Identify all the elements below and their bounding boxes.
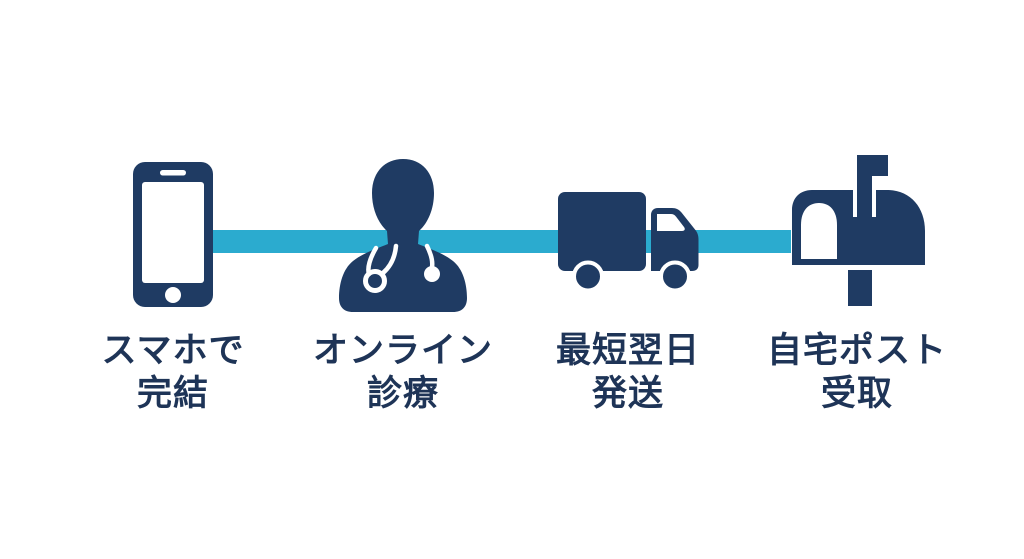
step-label-line: 発送: [591, 374, 664, 413]
step-label-line: スマホで: [101, 331, 245, 370]
doctor-icon: [339, 159, 467, 312]
stethoscope-chestpiece: [424, 266, 440, 282]
step-label: スマホで 完結: [63, 329, 283, 415]
step-label-line: 受取: [820, 374, 893, 413]
step-label-line: 診療: [366, 374, 439, 413]
truck-wheel: [572, 260, 604, 293]
step-label-line: 自宅ポスト: [766, 331, 947, 370]
mailbox-icon: [792, 155, 925, 306]
step-label-line: オンライン: [312, 331, 493, 370]
mailbox-door: [801, 203, 837, 259]
step-label: オンライン 診療: [293, 329, 513, 415]
truck-wheel: [659, 260, 691, 293]
step-label: 自宅ポスト 受取: [747, 329, 967, 415]
mailbox-post: [848, 270, 872, 306]
step-label-line: 最短翌日: [555, 331, 700, 370]
step-label-line: 完結: [136, 374, 209, 413]
mailbox-flag: [857, 155, 888, 217]
step-label: 最短翌日 発送: [518, 329, 738, 415]
stethoscope-bell: [363, 269, 387, 293]
delivery-truck-icon: [558, 192, 699, 293]
truck-window: [657, 214, 685, 231]
connector-line: [212, 230, 791, 253]
smartphone-icon: [133, 162, 213, 307]
